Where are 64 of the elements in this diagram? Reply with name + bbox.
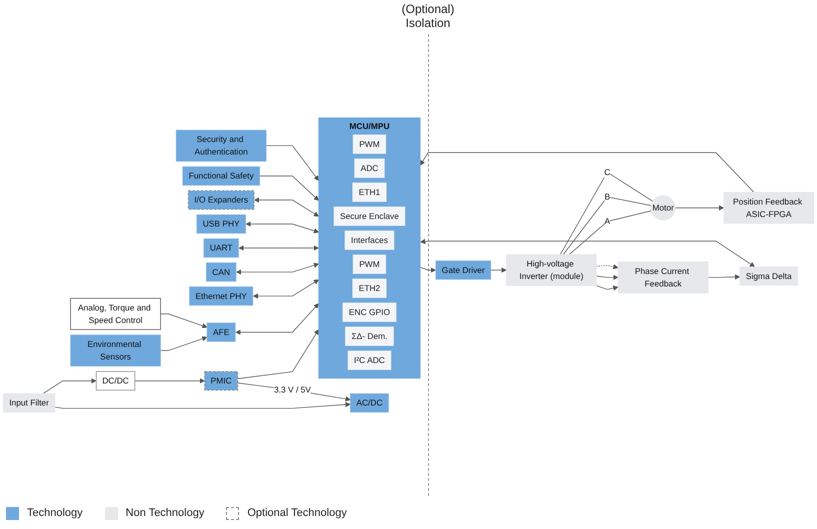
node-box: High-voltage Inverter (module) (506, 254, 597, 286)
arrow (237, 329, 319, 380)
node-box: ENC GPIO (342, 302, 396, 322)
arrow (160, 314, 208, 328)
node-box: UART (204, 238, 239, 258)
node-box: Security and Authentication (176, 130, 266, 162)
arrow (708, 274, 740, 280)
node-box: Sigma Delta (740, 266, 798, 286)
node-box: PWM (352, 134, 386, 154)
node-box: DC/DC (96, 371, 136, 390)
node-box: Input Filter (2, 393, 56, 413)
legend-label: Optional Technology (247, 507, 347, 519)
arrow (420, 266, 436, 273)
arrow (236, 262, 319, 275)
node-box: ETH2 (352, 278, 386, 298)
arrow (596, 285, 618, 291)
arrow (160, 336, 208, 351)
edge-label: B (604, 192, 610, 202)
edge-label: A (604, 216, 610, 226)
node-box: Analog, Torque and Speed Control (70, 298, 161, 330)
arrow (238, 245, 319, 251)
node-box: Functional Safety (182, 166, 260, 186)
arrow (237, 382, 351, 402)
node-box: Secure Enclave (334, 206, 406, 226)
node-box: AFE (206, 322, 236, 342)
arrow (235, 303, 319, 335)
arrow (266, 145, 319, 181)
edge-label: 3.3 V / 5V (274, 384, 311, 395)
arrow (254, 197, 319, 217)
arrow (490, 267, 507, 273)
node-box: ETH1 (352, 182, 386, 202)
arrow (252, 279, 319, 299)
node-box: AC/DC (350, 393, 389, 413)
arrow (596, 274, 618, 280)
connector (562, 196, 652, 255)
edge-label: C (604, 167, 610, 177)
node-circle: Motor (650, 195, 676, 220)
legend-label: Non Technology (126, 507, 204, 519)
arrow (420, 238, 755, 268)
node-box: I²C ADC (348, 350, 392, 370)
arrow (675, 205, 724, 210)
node-box: ADC (354, 158, 385, 178)
node-box: Phase Current Feedback (618, 262, 708, 294)
arrow (42, 378, 96, 394)
node-box: Position Feedback ASIC-FPGA (723, 192, 814, 224)
arrow (54, 402, 351, 409)
node-box: PWM (352, 254, 386, 274)
arrow (134, 378, 205, 384)
arrow (246, 221, 319, 234)
node-box: Environmental Sensors (70, 334, 161, 366)
connector (568, 210, 652, 255)
connector (560, 172, 654, 255)
node-box: CAN (206, 262, 236, 282)
node-box: Interfaces (344, 230, 394, 250)
legend-label: Technology (27, 507, 83, 519)
node-box: I/O Expanders (188, 190, 254, 210)
arrow (259, 176, 319, 201)
node-box: ΣΔ- Dem. (345, 326, 394, 346)
node-box: PMIC (204, 371, 238, 391)
arrow (420, 152, 754, 193)
arrow (596, 264, 618, 270)
node-box: USB PHY (196, 214, 246, 234)
node-box: Ethernet PHY (189, 286, 254, 306)
node-box: Gate Driver (436, 260, 492, 280)
